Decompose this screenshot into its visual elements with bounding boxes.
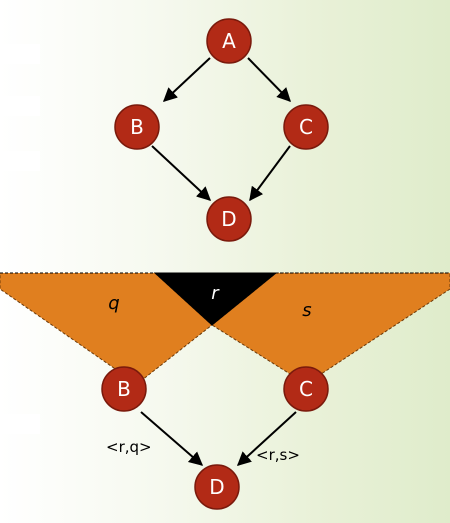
region-r-label: r	[211, 283, 220, 304]
bottom-node-d-label: D	[209, 475, 224, 499]
bottom-node-b-label: B	[117, 377, 131, 401]
bottom-node-c: C	[283, 366, 329, 412]
edge-label-bd: <r,q>	[106, 438, 152, 456]
top-node-a: A	[206, 18, 252, 64]
left-edge-bar-2	[0, 96, 40, 116]
bottom-edge-c-d	[236, 411, 297, 466]
top-node-d: D	[206, 196, 252, 242]
top-node-c-label: C	[299, 115, 313, 139]
top-edge-a-c	[247, 57, 291, 103]
bottom-node-b: B	[101, 366, 147, 412]
bottom-node-c-circle	[283, 366, 329, 412]
bottom-graph: q r s <r,q> <r,s> B C D	[0, 272, 450, 510]
top-edge-a-b	[162, 57, 211, 102]
top-node-a-label: A	[222, 29, 236, 53]
region-q-label: q	[108, 293, 119, 314]
edge-label-cd: <r,s>	[256, 446, 300, 464]
top-node-a-circle	[206, 18, 252, 64]
top-node-d-circle	[206, 196, 252, 242]
bottom-node-c-label: C	[299, 377, 313, 401]
bottom-node-d-circle	[194, 464, 240, 510]
top-graph: A B C D	[114, 18, 329, 242]
region-q	[0, 272, 213, 385]
bottom-node-d: D	[194, 464, 240, 510]
left-edge-bar-4	[0, 414, 40, 434]
top-node-d-label: D	[221, 207, 236, 231]
top-edge-c-d	[249, 145, 291, 202]
left-edge-bar-3	[0, 151, 40, 171]
region-s-label: s	[302, 300, 311, 321]
top-node-c-circle	[283, 104, 329, 150]
top-node-c: C	[283, 104, 329, 150]
top-edge-b-d	[151, 145, 212, 201]
bottom-edge-b-d	[140, 411, 204, 466]
top-node-b: B	[114, 104, 160, 150]
top-node-b-label: B	[130, 115, 144, 139]
top-node-b-circle	[114, 104, 160, 150]
bottom-node-b-circle	[101, 366, 147, 412]
left-edge-bar-1	[0, 44, 40, 64]
